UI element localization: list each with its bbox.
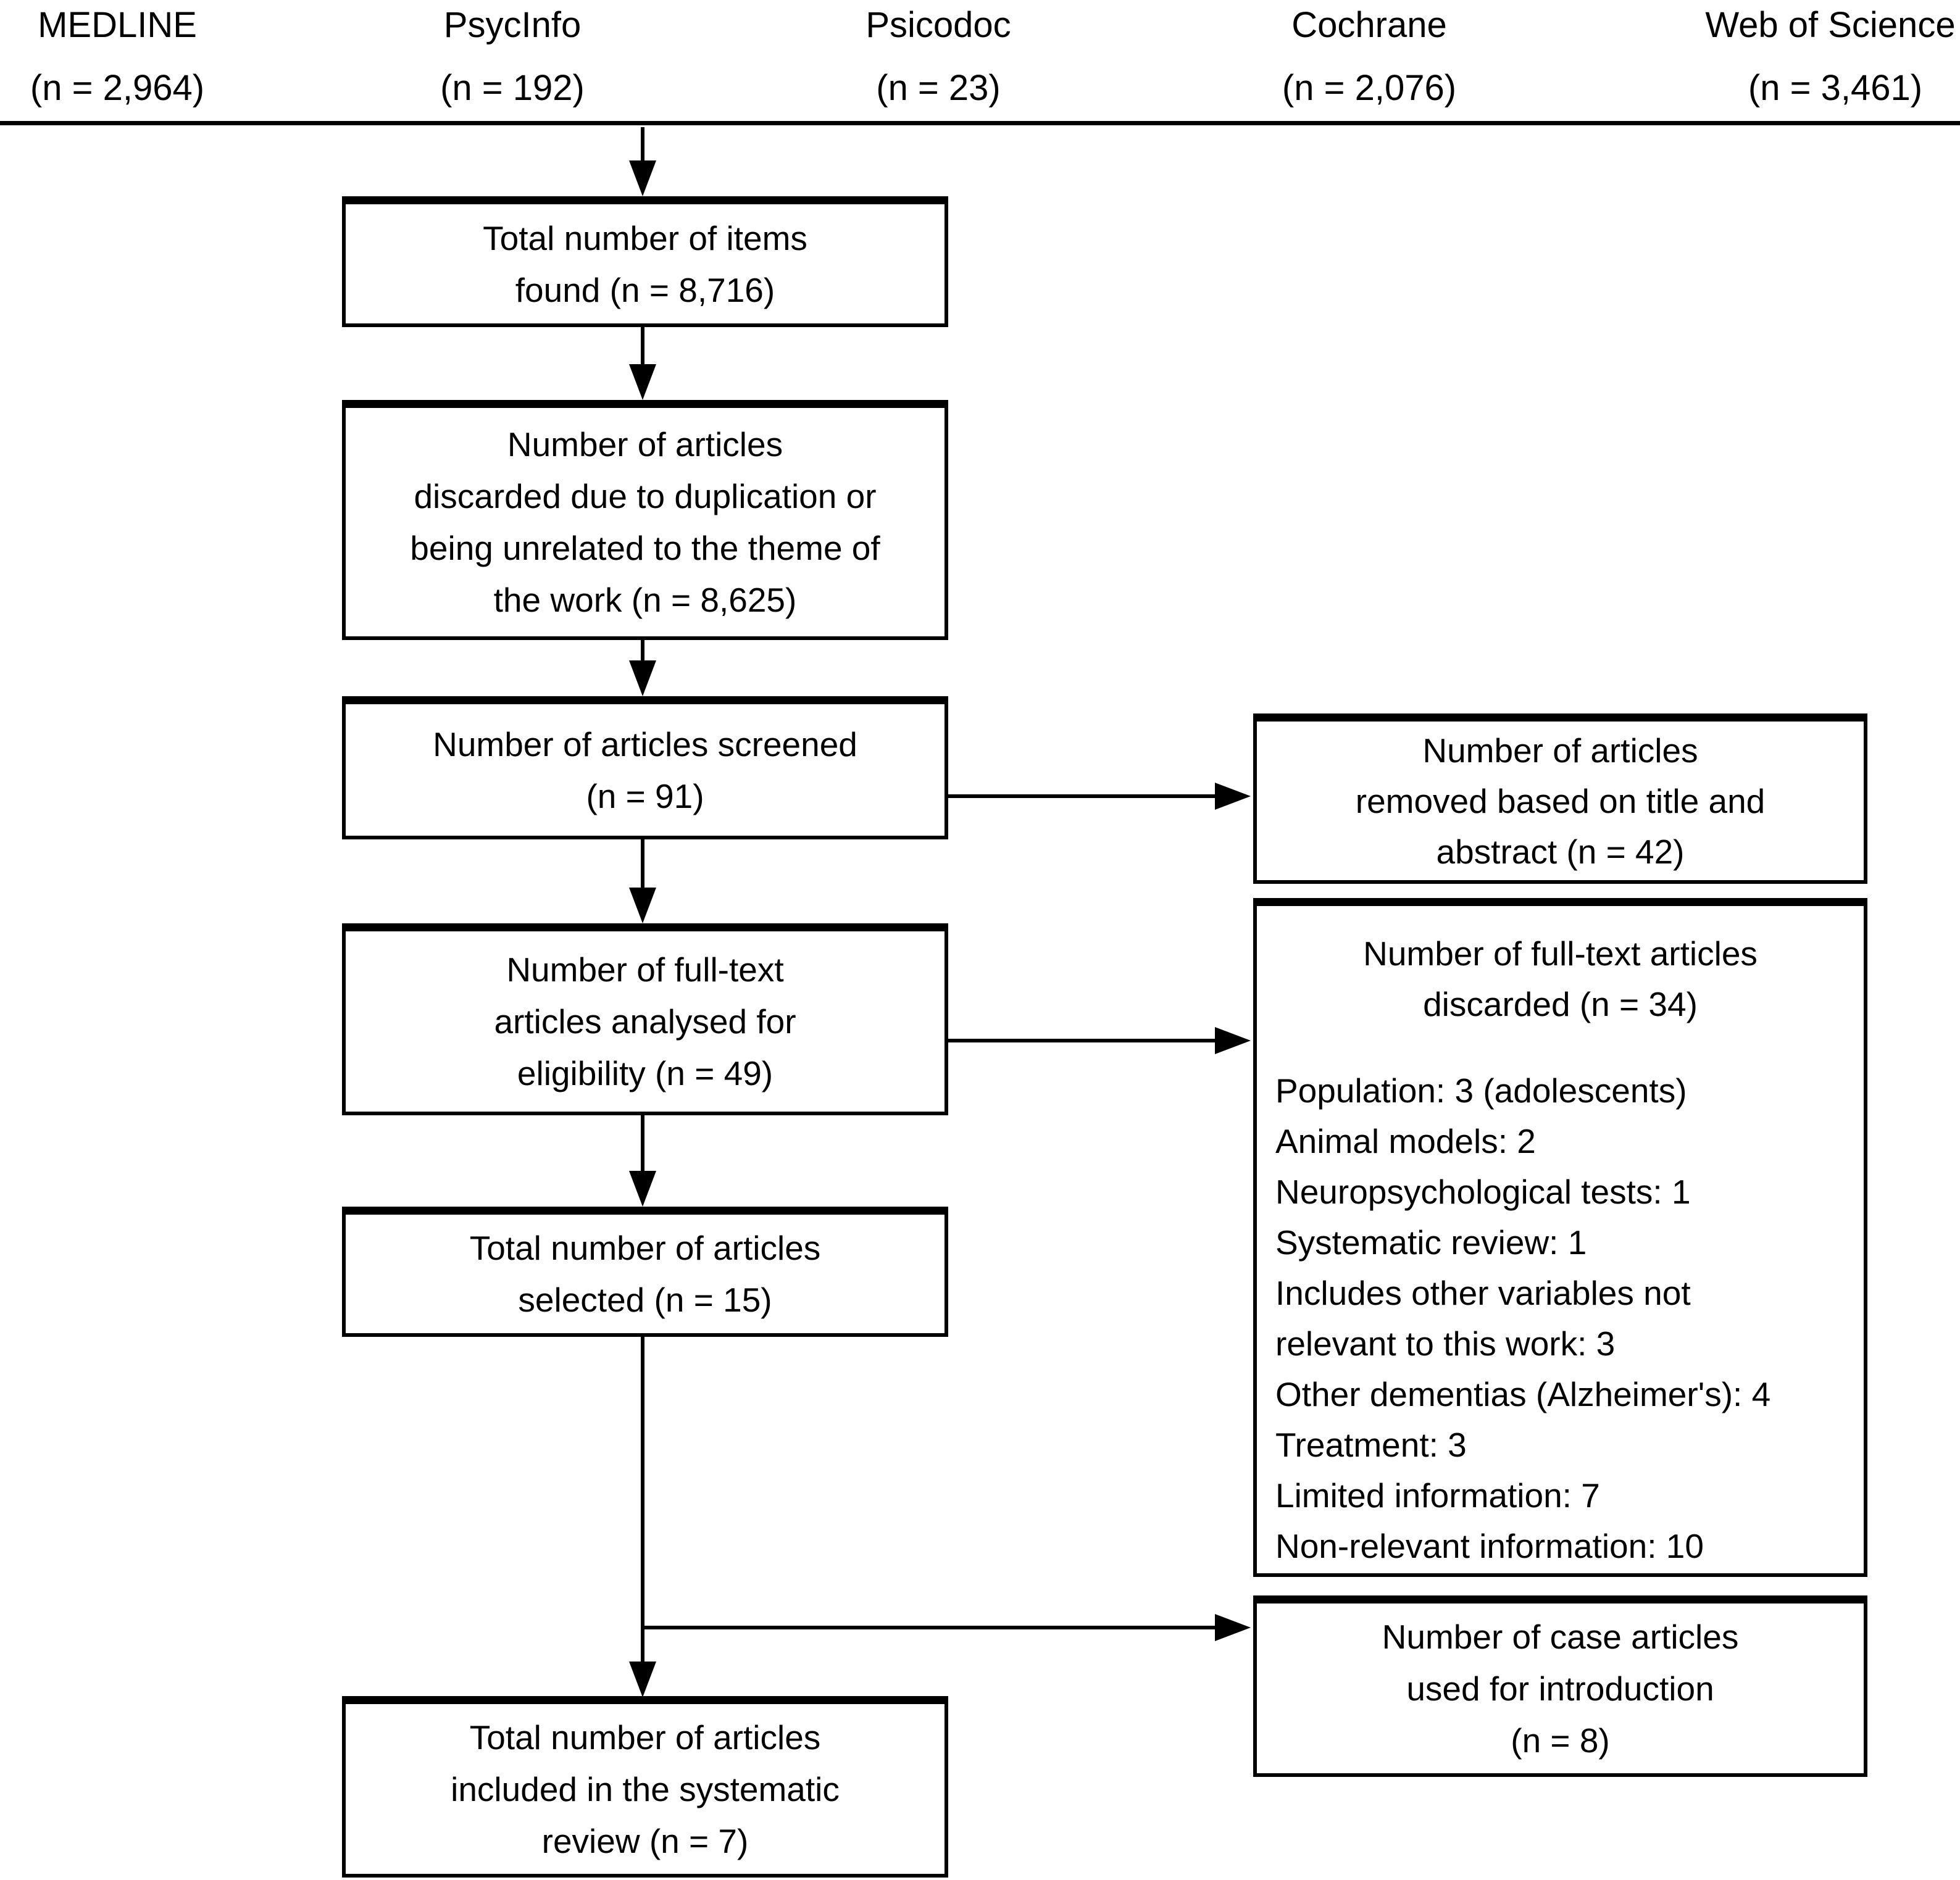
source-name-medline: MEDLINE (38, 5, 197, 45)
box-screened: Number of articles screened (n = 91) (342, 696, 948, 839)
arrowhead-screened-to-analysed (629, 888, 656, 923)
box-screened-line: (n = 91) (586, 776, 704, 815)
arrowhead-discarded-to-screened (629, 660, 656, 696)
header-divider (0, 121, 1960, 125)
arrow-shaft-sources-to-found (641, 127, 644, 162)
box-case-articles-line: (n = 8) (1511, 1721, 1610, 1760)
box-selected-line: Total number of articles (469, 1229, 821, 1267)
box-fulltext-analysed-line: eligibility (n = 49) (517, 1054, 774, 1092)
arrowhead-analysed-to-selected (629, 1171, 656, 1207)
box-selected-line: selected (n = 15) (518, 1281, 772, 1319)
arrow-shaft-screened-to-removed (948, 794, 1217, 798)
box-items-found: Total number of items found (n = 8,716) (342, 196, 948, 327)
discard-reason: Non-relevant information: 10 (1275, 1527, 1704, 1565)
box-case-articles: Number of case articles used for introdu… (1253, 1595, 1867, 1777)
box-removed-title-abstract: Number of articles removed based on titl… (1253, 713, 1867, 884)
box-included-line: Total number of articles (469, 1718, 821, 1757)
arrowhead-selected-to-cases (1215, 1614, 1251, 1641)
arrowhead-sources-to-found (629, 160, 656, 196)
discard-reason: Population: 3 (adolescents) (1275, 1071, 1687, 1110)
arrow-shaft-analysed-to-ftdiscarded (948, 1039, 1217, 1042)
source-count-cochrane: (n = 2,076) (1282, 68, 1457, 108)
box-screened-line: Number of articles screened (433, 725, 857, 763)
box-discarded-duplicates-line: being unrelated to the theme of (410, 529, 880, 567)
box-case-articles-line: used for introduction (1406, 1669, 1714, 1708)
arrow-shaft-screened-to-analysed (641, 839, 644, 889)
box-selected: Total number of articles selected (n = 1… (342, 1207, 948, 1337)
discard-reason: Animal models: 2 (1275, 1122, 1536, 1160)
box-fulltext-analysed-line: articles analysed for (494, 1002, 796, 1041)
source-count-psicodoc: (n = 23) (876, 68, 1001, 108)
discard-reason: relevant to this work: 3 (1275, 1325, 1616, 1363)
box-fulltext-analysed-line: Number of full-text (506, 950, 784, 989)
discard-reason: Neuropsychological tests: 1 (1275, 1173, 1691, 1211)
source-name-cochrane: Cochrane (1291, 5, 1447, 45)
arrow-shaft-discarded-to-screened (641, 640, 644, 662)
flow-line-selected-to-included (641, 1337, 644, 1663)
box-fulltext-discarded-title: Number of full-text articles (1363, 934, 1758, 973)
box-items-found-line: Total number of items (483, 218, 807, 257)
box-removed-title-abstract-line: removed based on title and (1355, 781, 1766, 820)
arrow-shaft-analysed-to-selected (641, 1115, 644, 1172)
arrow-shaft-found-to-discarded (641, 327, 644, 365)
box-included-line: included in the systematic (451, 1770, 840, 1808)
box-removed-title-abstract-line: abstract (n = 42) (1436, 832, 1685, 871)
arrowhead-screened-to-removed (1215, 783, 1251, 810)
discard-reason: Treatment: 3 (1275, 1426, 1467, 1464)
box-discarded-duplicates: Number of articles discarded due to dupl… (342, 400, 948, 640)
source-count-psycinfo: (n = 192) (440, 68, 585, 108)
arrowhead-found-to-discarded (629, 364, 656, 400)
box-fulltext-discarded-title: discarded (n = 34) (1423, 985, 1698, 1023)
source-name-webofscience: Web of Science (1705, 5, 1956, 45)
source-name-psycinfo: PsycInfo (443, 5, 582, 45)
box-included: Total number of articles included in the… (342, 1696, 948, 1878)
box-removed-title-abstract-line: Number of articles (1422, 731, 1698, 770)
box-discarded-duplicates-line: Number of articles (507, 425, 783, 464)
discard-reason: Other dementias (Alzheimer's): 4 (1275, 1375, 1771, 1413)
box-included-line: review (n = 7) (541, 1821, 749, 1860)
source-count-medline: (n = 2,964) (30, 68, 205, 108)
source-name-psicodoc: Psicodoc (865, 5, 1011, 45)
arrowhead-selected-to-included (629, 1662, 656, 1697)
source-count-webofscience: (n = 3,461) (1748, 68, 1923, 108)
discard-reason: Limited information: 7 (1275, 1476, 1600, 1515)
discard-reasons-list: Population: 3 (adolescents) Animal model… (1257, 1065, 1864, 1571)
box-discarded-duplicates-line: discarded due to duplication or (414, 477, 877, 515)
discard-reason: Includes other variables not (1275, 1274, 1691, 1312)
box-items-found-line: found (n = 8,716) (515, 270, 775, 309)
box-fulltext-analysed: Number of full-text articles analysed fo… (342, 923, 948, 1115)
box-fulltext-discarded: Number of full-text articles discarded (… (1253, 898, 1867, 1577)
box-case-articles-line: Number of case articles (1382, 1617, 1739, 1656)
arrowhead-analysed-to-ftdiscarded (1215, 1027, 1251, 1054)
discard-reason: Systematic review: 1 (1275, 1223, 1587, 1262)
arrow-shaft-selected-to-cases (641, 1626, 1216, 1629)
box-discarded-duplicates-line: the work (n = 8,625) (493, 581, 797, 619)
